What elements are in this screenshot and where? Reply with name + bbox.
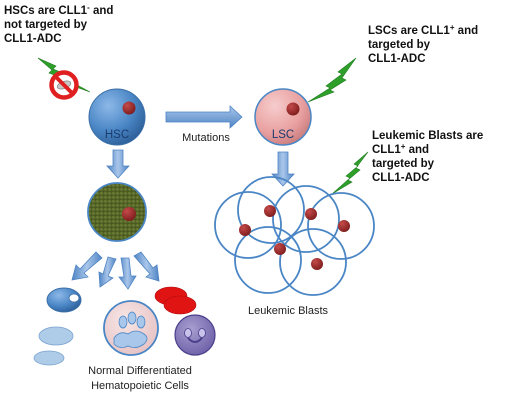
hsc-note-line2: not targeted by <box>4 19 88 31</box>
progenitor-cell <box>87 182 147 242</box>
differentiation-arrows <box>71 251 160 290</box>
mutations-arrow <box>165 105 243 129</box>
lsc-to-blasts-arrow <box>271 151 295 187</box>
blast-note-line3: targeted by <box>372 158 435 170</box>
platelet-cell <box>38 326 74 346</box>
lsc-note-line2: targeted by <box>368 39 431 51</box>
red-blood-cells <box>154 286 197 315</box>
monocyte-cell <box>174 314 216 356</box>
hsc-to-progenitor-arrow <box>106 149 130 179</box>
blast-cell <box>237 176 305 244</box>
blast-nuclei <box>239 205 350 270</box>
normal-cells-caption-line1: Normal Differentiated <box>88 365 192 377</box>
lsc-cell: LSC <box>254 88 312 146</box>
blast-lightning-bolt-icon <box>331 151 369 195</box>
blast-cell <box>214 191 282 259</box>
blast-note-line4: CLL1-ADC <box>372 172 430 184</box>
normal-cells-caption-line2: Hematopoietic Cells <box>91 380 189 392</box>
blue-cell-with-nucleus <box>46 287 82 313</box>
leukemic-blasts-cluster <box>214 176 375 296</box>
hsc-note-line1: HSCs are CLL1- and <box>4 3 113 17</box>
leukemic-blasts-caption: Leukemic Blasts <box>248 305 329 317</box>
lsc-label: LSC <box>272 129 294 141</box>
prohibited-icon <box>49 70 79 100</box>
hsc-cell: HSC <box>88 88 146 146</box>
blast-note-line1: Leukemic Blasts are <box>372 130 483 142</box>
blast-cell <box>272 185 340 253</box>
lsc-lightning-bolt-icon <box>307 57 357 103</box>
mutations-label: Mutations <box>182 132 230 144</box>
hsc-note-line3: CLL1-ADC <box>4 33 62 45</box>
blast-note-line2: CLL1+ and <box>372 142 429 156</box>
lsc-note-line3: CLL1-ADC <box>368 53 426 65</box>
lsc-note-line1: LSCs are CLL1+ and <box>368 23 478 37</box>
blast-cell <box>307 192 375 260</box>
platelet-cell-small <box>33 350 65 366</box>
hsc-label: HSC <box>105 129 129 141</box>
blast-cell <box>279 228 347 296</box>
blast-cell <box>234 226 302 294</box>
pink-granulocyte-cell <box>103 300 159 356</box>
